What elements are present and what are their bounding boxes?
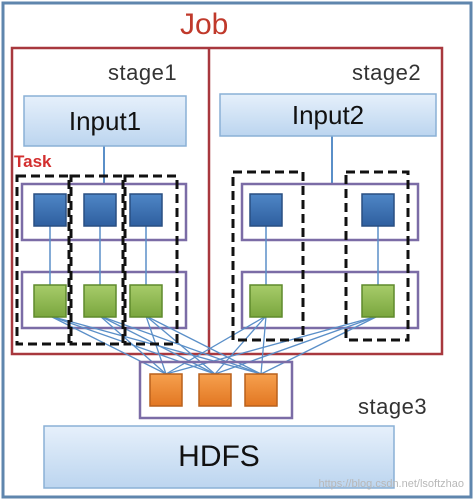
job-title: Job: [180, 8, 229, 41]
hdfs-box: HDFS: [178, 440, 260, 473]
hdfs-box-shape: [43, 425, 395, 489]
stage3-block: [244, 373, 278, 407]
input1-box-shape: [23, 95, 187, 147]
watermark: https://blog.csdn.net/lsoftzhao: [318, 478, 464, 490]
task-outline: [69, 174, 125, 346]
stage1-reduce-group: [20, 270, 188, 330]
input2-box: Input2: [291, 99, 365, 130]
stage1-reduce-block: [83, 284, 117, 318]
stage3-label: stage3: [358, 394, 428, 419]
map-reduce-links: [49, 226, 379, 287]
shuffle-edges: [49, 315, 379, 375]
stage1-map-block: [83, 193, 117, 227]
job-boundary: [10, 46, 444, 356]
stage1-map-block: [33, 193, 67, 227]
stage3-block: [149, 373, 183, 407]
stage2-map-group: [240, 182, 420, 242]
stage2-reduce-group: [240, 270, 420, 330]
stage3-block: [198, 373, 232, 407]
stage1-reduce-block: [33, 284, 67, 318]
task-label: Task: [14, 152, 52, 171]
stage1-map-group: [20, 182, 188, 242]
stage2-reduce-block: [361, 284, 395, 318]
stage1-reduce-block: [129, 284, 163, 318]
stage2-map-block: [361, 193, 395, 227]
task-outline: [123, 174, 179, 346]
stage2-map-block: [249, 193, 283, 227]
task-outline: [344, 170, 410, 342]
stage3-group: [138, 360, 294, 420]
task-outline: [231, 170, 305, 342]
stage1-label: stage1: [108, 60, 178, 85]
stage1-map-block: [129, 193, 163, 227]
stage2-reduce-block: [249, 284, 283, 318]
input2-box-shape: [219, 93, 437, 137]
stage2-label: stage2: [352, 60, 422, 85]
input1-box: Input1: [68, 105, 142, 136]
task-outline: [15, 174, 71, 346]
task-outlines: [15, 170, 410, 346]
